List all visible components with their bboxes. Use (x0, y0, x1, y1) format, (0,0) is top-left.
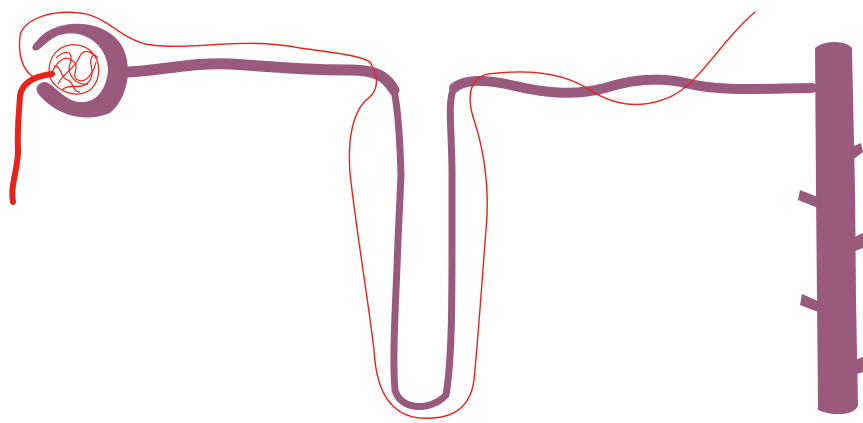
bowman-capsule (32, 24, 127, 118)
distal-tubule (454, 80, 812, 93)
loop-of-henle (394, 88, 454, 406)
glomerulus (49, 45, 99, 94)
collecting-duct (798, 42, 863, 414)
proximal-tubule (128, 64, 394, 90)
